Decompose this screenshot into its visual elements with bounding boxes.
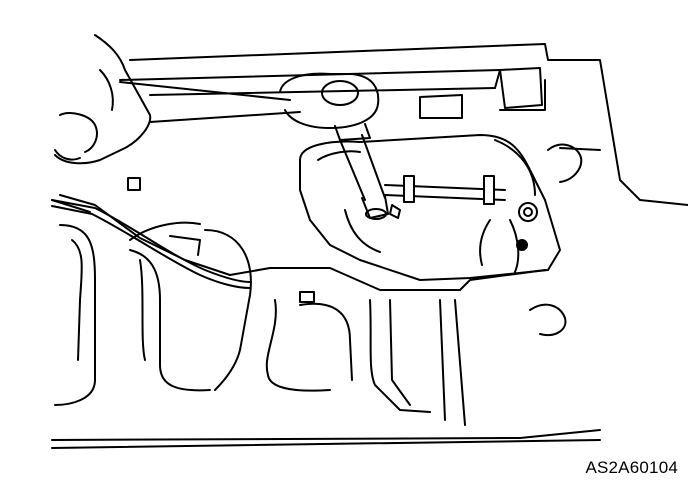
valve-body-pocket [299,134,561,281]
manual-shaft [384,175,506,219]
wire-harness [51,199,251,289]
figure-code: AS2A60104 [585,458,678,477]
case-edge-right [529,143,601,336]
boss-left [127,177,141,191]
case-boss-square [419,67,543,119]
hand [54,34,152,165]
ratchet-wrench [119,72,380,141]
case-ribs [54,224,466,426]
socket-extension [339,134,389,220]
detent-lever [479,139,538,273]
oil-pan-body [51,43,688,449]
boss-middle [299,291,315,303]
